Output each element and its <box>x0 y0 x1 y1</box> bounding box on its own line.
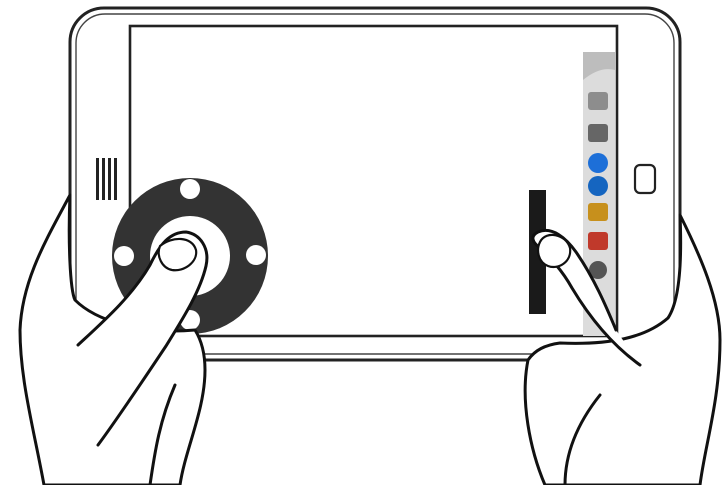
dock-app-refresh-icon[interactable] <box>588 176 608 196</box>
joystick-dot-left <box>114 246 134 266</box>
dock-app-document-icon[interactable] <box>588 92 608 110</box>
joystick-dot-right <box>246 245 266 265</box>
left-thumbnail <box>159 239 196 270</box>
home-button-icon[interactable] <box>635 165 655 193</box>
dock-app-photo-icon[interactable] <box>588 232 608 250</box>
dock-app-safari-icon[interactable] <box>588 153 608 173</box>
right-thumbnail <box>538 235 570 267</box>
dock-app-settings-icon[interactable] <box>588 124 608 142</box>
joystick-dot-top <box>180 179 200 199</box>
dock-app-folder-icon[interactable] <box>588 203 608 221</box>
